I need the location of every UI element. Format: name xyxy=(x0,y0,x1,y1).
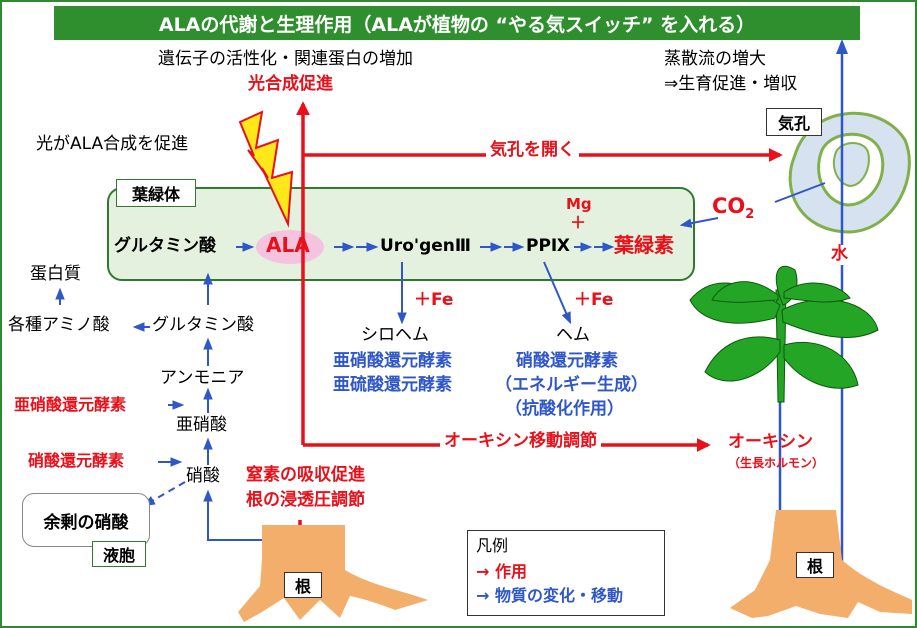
auxin-sub-text: （生長ホルモン） xyxy=(728,456,825,470)
lightning-icon xyxy=(238,110,294,228)
legend-title: 凡例 xyxy=(476,536,509,555)
nitrate-text: 硝酸 xyxy=(186,466,220,486)
gene-activation-text: 遺伝子の活性化・関連蛋白の増加 xyxy=(158,49,413,69)
glutamate-text: グルタミン酸 xyxy=(114,236,216,256)
glutamate-2-text: グルタミン酸 xyxy=(152,315,254,335)
light-ala-text: 光がALA合成を促進 xyxy=(36,134,189,154)
open-stomata-text: 気孔を開く xyxy=(486,140,579,161)
co2-text: CO2 xyxy=(712,194,755,223)
heme-enzyme: 硝酸還元酵素 xyxy=(516,351,618,371)
siroheme-text: シロヘム xyxy=(361,325,429,345)
stomata-icon xyxy=(788,111,911,234)
urogen-text: Uro'genⅢ xyxy=(380,236,471,256)
fe-siroheme-text: ＋Fe xyxy=(414,290,454,310)
excess-nitrate-box: 余剰の硝酸 xyxy=(22,493,150,547)
ala-text: ALA xyxy=(266,233,310,257)
legend-red: → 作用 xyxy=(476,562,527,581)
auxin-transport-text: オーキシン移動調節 xyxy=(440,431,601,452)
heme-energy: （エネルギー生成） xyxy=(495,375,648,395)
auxin-text: オーキシン xyxy=(728,432,813,452)
legend-blue: → 物質の変化・移動 xyxy=(476,586,623,605)
ammonia-text: アンモニア xyxy=(160,368,245,388)
heme-antioxidant: （抗酸化作用） xyxy=(505,399,624,419)
ala-ellipse xyxy=(256,230,324,264)
transpiration-text: 蒸散流の増大 xyxy=(664,49,766,69)
root-label-right: 根 xyxy=(796,552,834,578)
ppix-text: PPⅨ xyxy=(526,236,570,256)
fe-heme-text: ＋Fe xyxy=(574,290,614,310)
photosynthesis-text: 光合成促進 xyxy=(248,74,333,94)
water-text: 水 xyxy=(831,244,848,265)
root-left-shape xyxy=(238,525,428,622)
legend: 凡例 → 作用 → 物質の変化・移動 xyxy=(467,530,665,616)
nitrite-enzyme-text: 亜硝酸還元酵素 xyxy=(14,395,127,414)
mg-text: Mg xyxy=(566,195,592,213)
root-label-left: 根 xyxy=(284,572,322,598)
chlorophyll-text: 葉緑素 xyxy=(614,233,674,257)
plus-text: ＋ xyxy=(570,213,587,232)
siroheme-enzyme-1: 亜硝酸還元酵素 xyxy=(333,351,452,371)
chloroplast-label: 葉緑体 xyxy=(116,179,196,207)
nitrate-enzyme-text: 硝酸還元酵素 xyxy=(28,451,125,470)
nitrite-text: 亜硝酸 xyxy=(176,415,227,435)
protein-text: 蛋白質 xyxy=(30,264,81,284)
vacuole-label: 液胞 xyxy=(92,541,146,567)
growth-text: ⇒生育促進・増収 xyxy=(664,74,798,94)
stomata-label: 気孔 xyxy=(766,108,822,136)
title-banner: ALAの代謝と生理作用（ALAが植物の “やる気スイッチ” を入れる） xyxy=(54,6,860,40)
amino-acids-text: 各種アミノ酸 xyxy=(8,315,110,335)
plant-illustration xyxy=(689,265,879,403)
nitrogen-uptake-text: 窒素の吸収促進 xyxy=(246,465,365,486)
heme-text: ヘム xyxy=(556,325,590,345)
osmotic-text: 根の浸透圧調節 xyxy=(246,490,365,511)
siroheme-enzyme-2: 亜硫酸還元酵素 xyxy=(333,375,452,395)
